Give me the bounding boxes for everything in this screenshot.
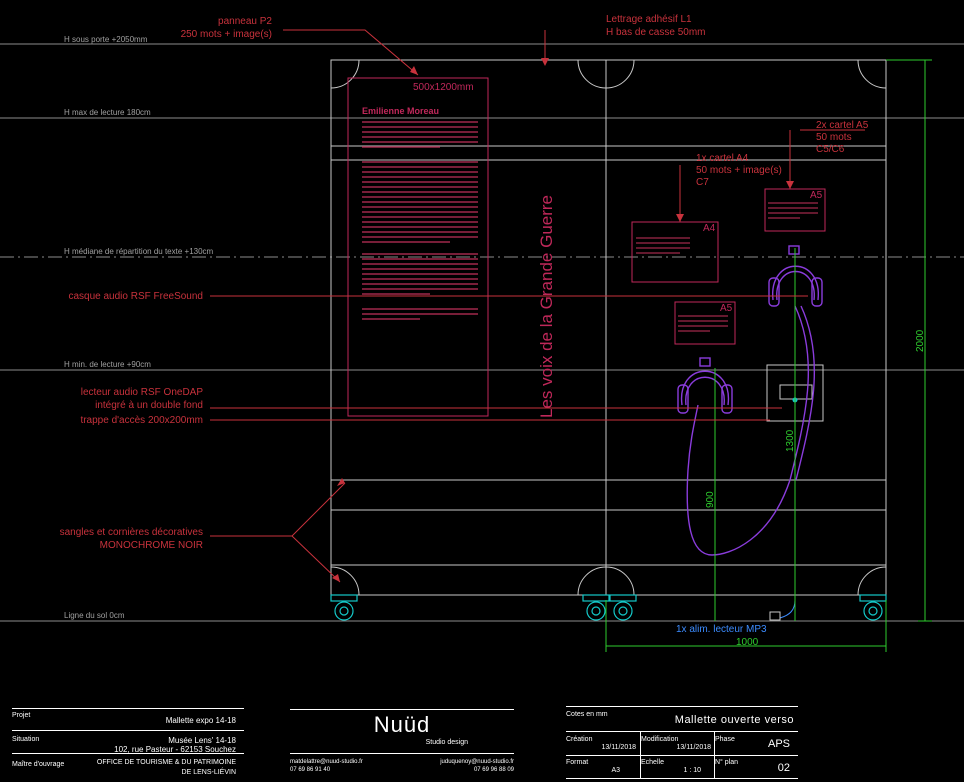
annotation-cartel-a4-2: 50 mots + image(s)	[696, 165, 782, 176]
cartel-a5-top-tag: A5	[810, 190, 823, 201]
modification-value: 13/11/2018	[676, 744, 711, 751]
maitre-label: Maître d'ouvrage	[12, 761, 65, 768]
dim-height-total: 2000	[915, 329, 926, 352]
studio-logo: Nuüd	[373, 712, 431, 737]
maitre-value-1: OFFICE DE TOURISME & DU PATRIMOINE	[96, 759, 236, 766]
divider	[566, 706, 798, 707]
wheels	[330, 594, 887, 621]
phase-value: APS	[767, 738, 790, 750]
annotation-casque: casque audio RSF FreeSound	[68, 291, 203, 302]
title-block: Projet Mallette expo 14-18 Situation Mus…	[0, 680, 964, 782]
annotation-cartel-a5-2: 50 mots	[816, 132, 852, 143]
annotation-alim: 1x alim. lecteur MP3	[676, 624, 767, 635]
headphone-icon	[677, 357, 733, 414]
level-h-sous-porte: H sous porte +2050mm	[64, 35, 148, 44]
divider	[714, 731, 715, 778]
wheel-icon	[859, 594, 887, 621]
divider	[566, 755, 798, 756]
panel-size-label: 500x1200mm	[413, 82, 474, 93]
level-h-max: H max de lecture 180cm	[64, 108, 151, 117]
level-sol: Ligne du sol 0cm	[64, 611, 125, 620]
annotation-lecteur-1: lecteur audio RSF OneDAP	[81, 387, 204, 398]
wheel-icon	[582, 594, 610, 621]
format-label: Format	[566, 759, 589, 766]
cotes-label: Cotes en mm	[566, 711, 608, 718]
annotation-trappe: trappe d'accès 200x200mm	[80, 415, 203, 426]
panel-title: Emilienne Moreau	[362, 106, 439, 116]
situation-label: Situation	[12, 736, 40, 743]
panel-body-text	[362, 121, 478, 320]
divider	[12, 730, 244, 731]
annotation-panneau-1: panneau P2	[218, 16, 272, 27]
annotation-cartel-a4-3: C7	[696, 177, 709, 188]
vertical-title: Les voix de la Grande Guerre	[537, 195, 556, 418]
annotation-lettrage-2: H bas de casse 50mm	[606, 27, 706, 38]
dim-height-900: 900	[705, 491, 716, 508]
contact-1-phone: 07 69 86 91 40	[290, 767, 331, 773]
creation-value: 13/11/2018	[601, 744, 636, 751]
headphone-icon	[686, 245, 823, 556]
sheet-title: Mallette ouverte verso	[674, 714, 794, 726]
echelle-label: Echelle	[641, 759, 664, 766]
format-value: A3	[611, 767, 620, 774]
reference-lines	[0, 43, 964, 622]
divider	[12, 708, 244, 709]
cartel-a5-mid: A5	[674, 301, 736, 345]
phase-label: Phase	[715, 736, 735, 743]
cartel-a4: A4	[631, 221, 719, 283]
annotation-cartel-a4-1: 1x cartel A4	[696, 153, 749, 164]
maitre-value-2: DE LENS-LIÉVIN	[181, 769, 236, 776]
level-h-mediane: H médiane de répartition du texte +130cm	[64, 247, 214, 256]
divider	[566, 731, 798, 732]
plan-label: N° plan	[715, 759, 739, 766]
divider	[290, 753, 514, 754]
dimensions	[605, 59, 932, 652]
panel-p2: 500x1200mm Emilienne Moreau	[347, 77, 489, 417]
wheel-icon	[330, 594, 358, 621]
cartel-a5-top: A5	[764, 188, 826, 232]
divider	[640, 731, 641, 778]
divider	[290, 709, 514, 710]
contact-2-email[interactable]: juduquenoy@nuud-studio.fr	[440, 759, 514, 765]
projet-value: Mallette expo 14-18	[165, 716, 236, 725]
plug-icon	[769, 611, 781, 621]
cartel-a4-tag: A4	[703, 223, 716, 234]
divider	[12, 753, 244, 754]
situation-value-2: 102, rue Pasteur - 62153 Souchez	[114, 745, 236, 754]
projet-label: Projet	[12, 712, 31, 719]
contact-2-phone: 07 69 96 88 09	[473, 767, 514, 773]
dim-height-1300: 1300	[785, 429, 796, 452]
annotation-lecteur-2: intégré à un double fond	[95, 400, 203, 411]
annotation-cartel-a5-1: 2x cartel A5	[816, 120, 869, 131]
level-h-min: H min. de lecture +90cm	[64, 360, 151, 369]
divider	[566, 778, 798, 779]
annotation-panneau-2: 250 mots + image(s)	[181, 29, 272, 40]
situation-value-1: Musée Lens' 14-18	[168, 736, 236, 745]
cartel-a5-mid-tag: A5	[720, 303, 733, 314]
modification-label: Modification	[641, 736, 679, 743]
annotation-sangles-1: sangles et cornières décoratives	[60, 527, 203, 538]
annotation-leaders	[210, 29, 865, 583]
dim-width: 1000	[736, 637, 759, 648]
technical-drawing: H sous porte +2050mm H max de lecture 18…	[0, 14, 964, 652]
annotation-sangles-2: MONOCHROME NOIR	[100, 540, 203, 551]
wheel-icon	[609, 594, 637, 621]
creation-label: Création	[566, 736, 593, 743]
annotation-cartel-a5-3: C5/C6	[816, 144, 845, 155]
annotation-lettrage-1: Lettrage adhésif L1	[606, 14, 692, 25]
annotation-arrows	[332, 58, 794, 582]
studio-logo-subtitle: Studio design	[425, 739, 468, 746]
contact-1-email[interactable]: matdelattre@nuud-studio.fr	[290, 759, 363, 765]
plan-value: 02	[777, 762, 790, 774]
echelle-value: 1 : 10	[683, 767, 701, 774]
